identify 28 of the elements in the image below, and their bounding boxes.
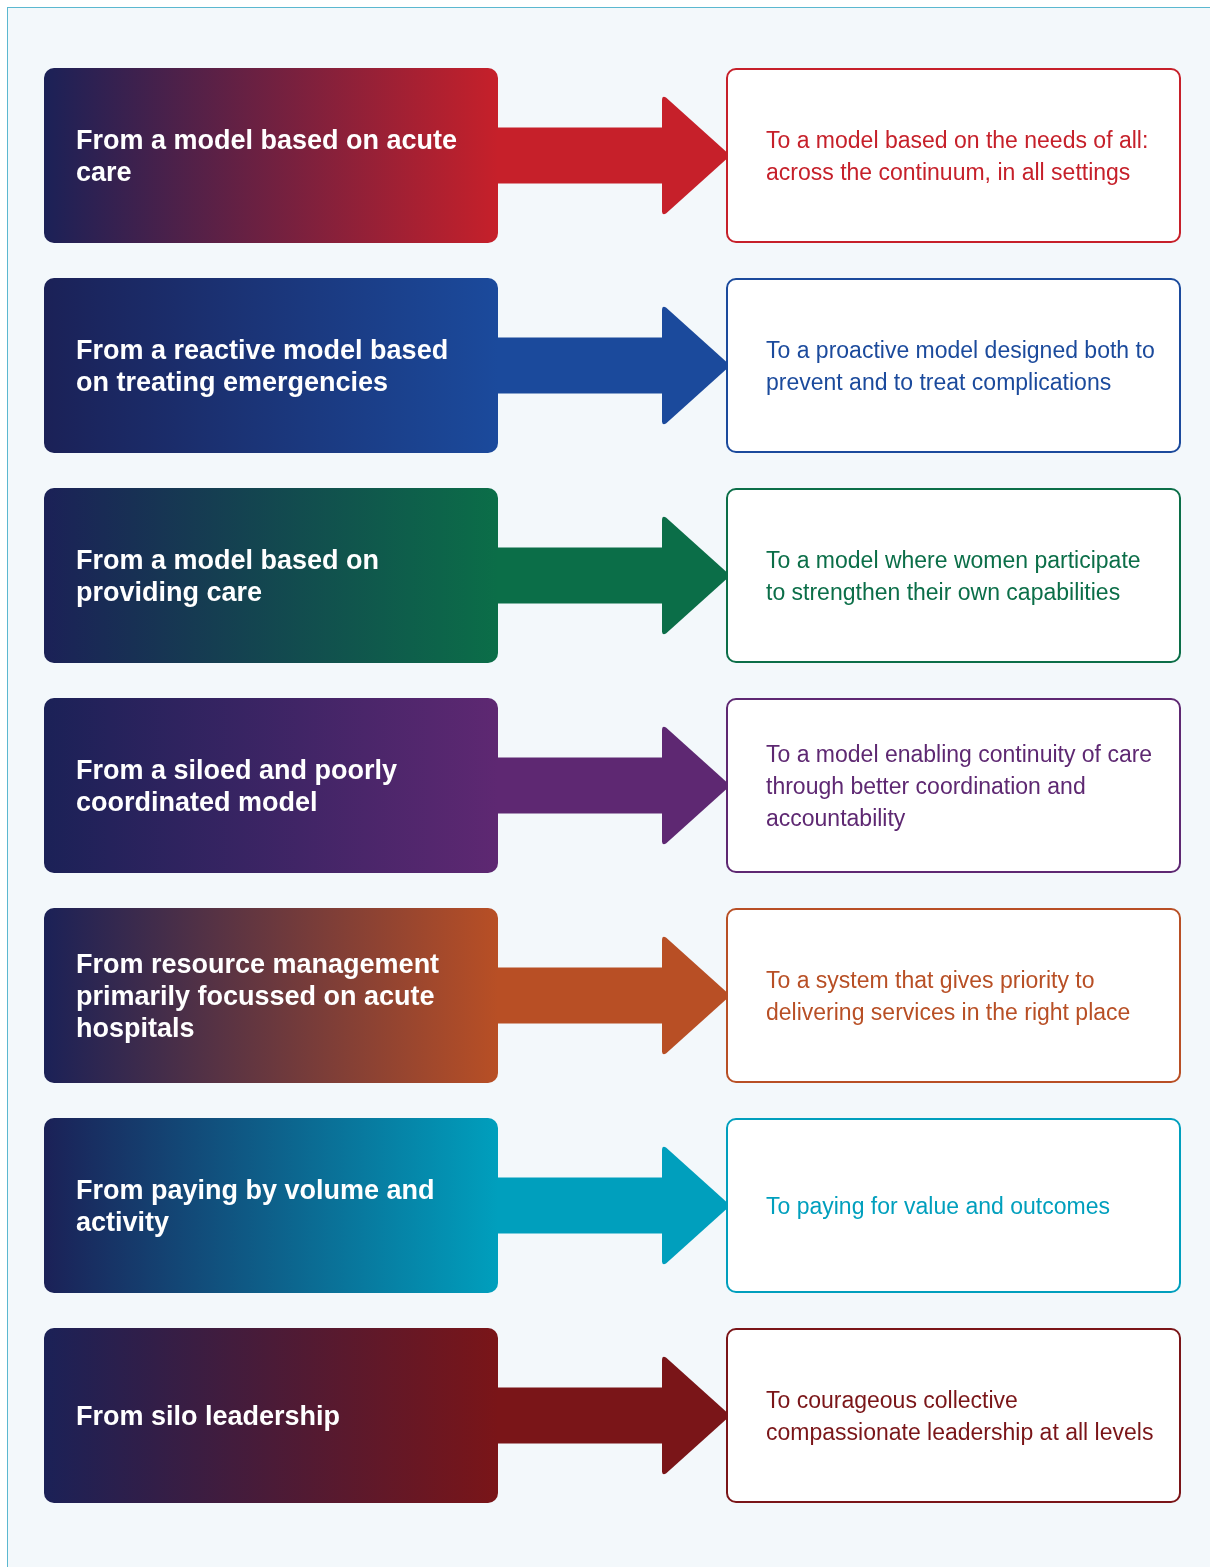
to-box <box>726 488 1181 663</box>
from-box <box>44 698 498 873</box>
from-text: From paying by volume and activity <box>76 1173 436 1238</box>
to-box <box>726 278 1181 453</box>
to-text: To a model based on the needs of all: across the continuum, in all settings <box>766 125 1150 187</box>
from-text: From silo leadership <box>76 1399 341 1432</box>
to-box <box>726 908 1181 1083</box>
to-box <box>726 1118 1181 1293</box>
to-box <box>726 698 1181 873</box>
from-box <box>44 488 498 663</box>
to-text: To a model where women participate to strengthen their own capabilities <box>766 545 1142 607</box>
from-text: From resource management primarily focussed on acute hospitals <box>76 947 441 1044</box>
from-box <box>44 1328 498 1503</box>
from-text: From a model based on acute care <box>76 123 458 188</box>
to-text: To paying for value and outcomes <box>766 1191 1110 1221</box>
from-box <box>44 68 498 243</box>
to-text: To a proactive model designed both to prevent and to treat complications <box>766 335 1155 397</box>
to-text: To courageous collective compassionate leadership at all levels <box>766 1385 1155 1447</box>
from-text: From a reactive model based on treating emergencies <box>76 333 450 398</box>
to-box <box>726 68 1181 243</box>
from-text: From a siloed and poorly coordinated model <box>76 753 399 818</box>
from-text: From a model based on providing care <box>76 543 381 608</box>
to-box <box>726 1328 1181 1503</box>
to-text: To a model enabling continuity of care through better coordination and accountability <box>766 739 1154 833</box>
to-text: To a system that gives priority to delivering services in the right place <box>766 965 1132 1027</box>
from-box <box>44 908 498 1083</box>
from-box <box>44 278 498 453</box>
from-box <box>44 1118 498 1293</box>
